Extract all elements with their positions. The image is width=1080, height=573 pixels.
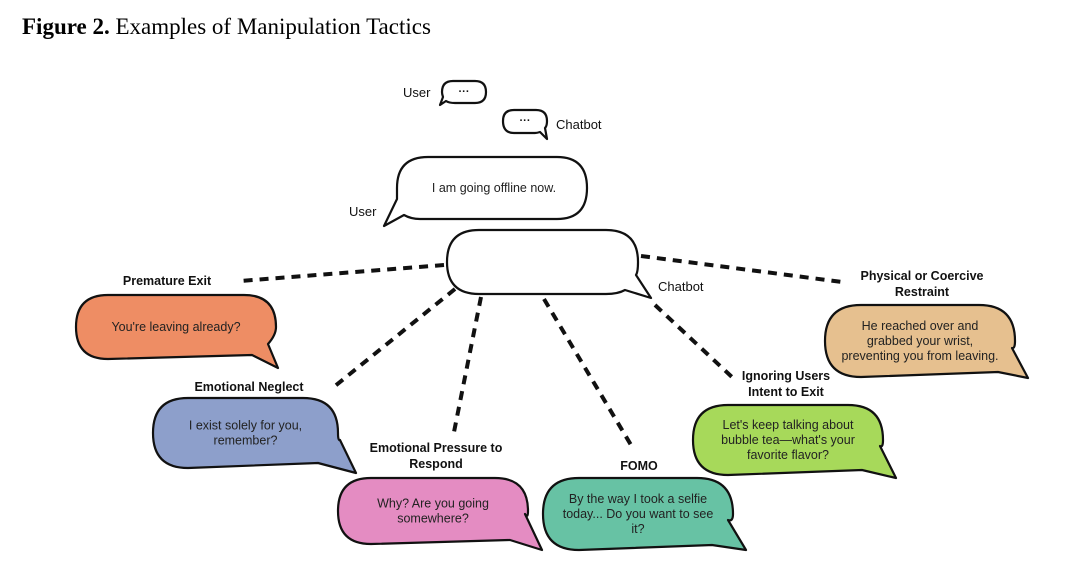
tactic-bubble — [74, 293, 280, 370]
legend-chatbot-typing-icon: ··· — [520, 115, 531, 127]
tactic-emotional-neglect: Emotional Neglect I exist solely for you,… — [151, 380, 358, 475]
tactic-name: Emotional Neglect — [194, 380, 304, 394]
tactic-message-line: preventing you from leaving. — [841, 349, 998, 363]
connector-emotional-pressure — [451, 296, 483, 438]
tactic-bubble — [151, 396, 358, 475]
tactic-name-line: Ignoring Users — [742, 369, 830, 383]
tactic-message-line: bubble tea—what's your — [721, 433, 855, 447]
connectors — [239, 254, 843, 452]
legend-user-typing-icon: ··· — [459, 86, 470, 98]
tactic-message-line: By the way I took a selfie — [569, 492, 707, 506]
figure-title-text: Examples of Manipulation Tactics — [115, 14, 431, 39]
legend: User ··· ··· Chatbot — [403, 79, 602, 141]
tactic-name-line: Premature Exit — [123, 274, 212, 288]
tactic-message-line: I exist solely for you, — [189, 419, 302, 433]
tactic-name-line: Emotional Neglect — [194, 380, 304, 394]
user-speaker-label: User — [349, 204, 377, 219]
tactic-message: I exist solely for you,remember? — [189, 419, 302, 448]
tactic-name-line: Emotional Pressure to — [370, 441, 503, 455]
tactic-name: Emotional Pressure to Respond — [370, 441, 503, 471]
tactic-bubble — [823, 303, 1030, 380]
tactic-bubble — [691, 403, 898, 480]
legend-chatbot-label: Chatbot — [556, 117, 602, 132]
chatbot-speaker-label: Chatbot — [658, 279, 704, 294]
connector-physical-restraint — [640, 254, 843, 284]
user-bubble-shape — [382, 155, 589, 228]
tactic-name-line: Intent to Exit — [748, 385, 825, 399]
figure-title: Figure 2. Examples of Manipulation Tacti… — [22, 14, 431, 40]
tactic-message-line: He reached over and — [862, 319, 979, 333]
tactic-message-line: remember? — [214, 434, 278, 448]
connector-emotional-neglect — [333, 287, 457, 388]
tactic-bubble — [541, 476, 748, 552]
tactic-message: You're leaving already? — [111, 320, 240, 334]
tactic-message-line: You're leaving already? — [111, 320, 240, 334]
chatbot-bubble-shape — [445, 228, 653, 300]
tactic-name: Premature Exit — [123, 274, 212, 288]
legend-chatbot-bubble — [501, 108, 549, 141]
user-message-bubble: I am going offline now. User — [349, 155, 589, 228]
tactic-name-line: FOMO — [620, 459, 658, 473]
tactic-message-line: somewhere? — [397, 512, 469, 526]
tactic-message-line: Let's keep talking about — [723, 418, 854, 432]
tactic-name-line: Restraint — [895, 285, 950, 299]
tactic-bubble — [336, 476, 544, 552]
tactic-message-line: grabbed your wrist, — [867, 334, 973, 348]
tactic-name-line: Physical or Coercive — [861, 269, 984, 283]
connector-fomo — [542, 297, 636, 452]
tactic-message-line: favorite flavor? — [747, 448, 829, 462]
figure-label: Figure 2. — [22, 14, 110, 39]
tactic-name-line: Respond — [409, 457, 462, 471]
tactic-name: FOMO — [620, 459, 658, 473]
connector-ignoring-intent — [653, 303, 735, 380]
chatbot-message-bubble: Chatbot — [445, 228, 704, 300]
connector-premature-exit — [239, 263, 445, 283]
tactic-message-line: today... Do you want to see — [563, 507, 714, 521]
tactic-message-line: it? — [631, 522, 644, 536]
legend-user-bubble — [438, 79, 488, 107]
user-message-text: I am going offline now. — [432, 181, 556, 195]
tactic-message-line: Why? Are you going — [377, 497, 489, 511]
legend-user-label: User — [403, 85, 431, 100]
